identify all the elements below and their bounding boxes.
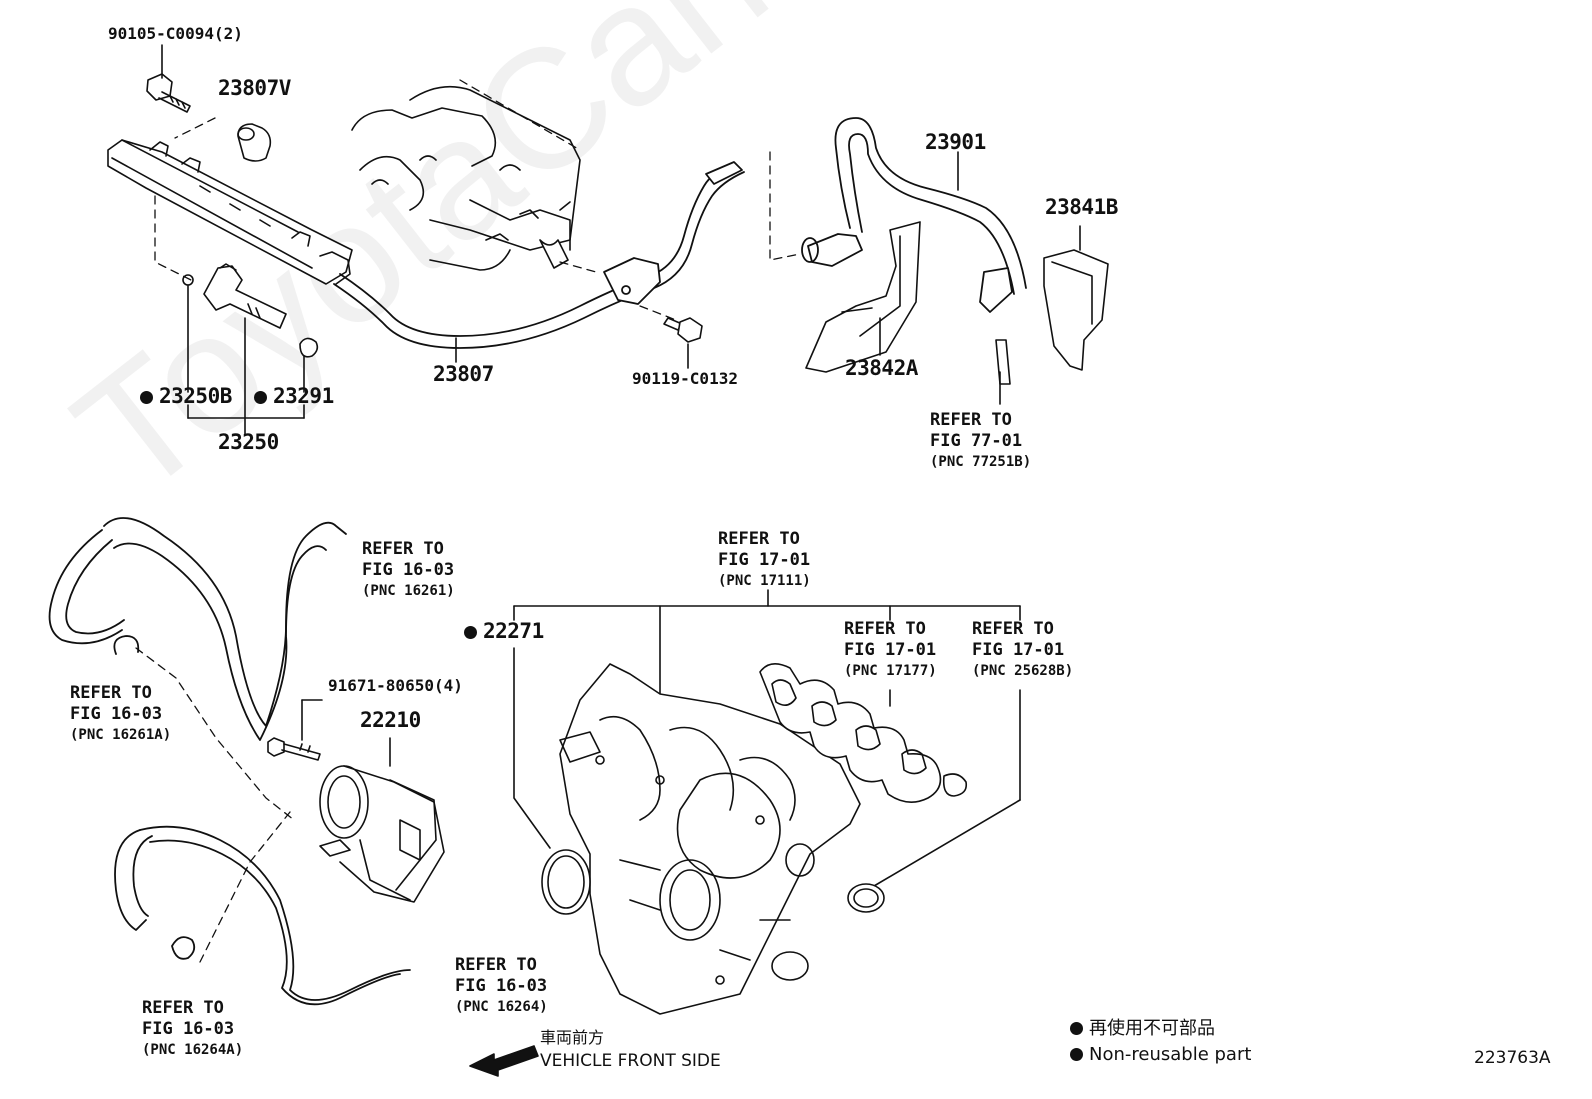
water-hose-lower xyxy=(114,825,411,1006)
part-23841b: 23841B xyxy=(1045,195,1118,219)
fuel-pipe-23807 xyxy=(333,161,745,349)
non-reusable-dot-icon xyxy=(464,626,477,639)
bolt-90105 xyxy=(146,73,191,113)
bracket-23842a xyxy=(805,221,921,373)
legend-dot-icon xyxy=(1070,1022,1083,1035)
part-23250: 23250 xyxy=(218,430,279,454)
bracket-23841b xyxy=(1043,225,1109,371)
non-reusable-dot-icon xyxy=(254,391,267,404)
fuel-delivery-pipe xyxy=(107,139,353,285)
part-90119: 90119-C0132 xyxy=(632,369,738,388)
gasket-25628b xyxy=(847,883,885,913)
intake-manifold xyxy=(559,663,861,1015)
non-reusable-dot-icon xyxy=(140,391,153,404)
part-23250b: 23250B xyxy=(140,386,232,407)
dashed-guides-top xyxy=(154,79,801,321)
legend-dot-icon xyxy=(1070,1048,1083,1061)
front-arrow-icon xyxy=(469,1045,539,1077)
part-23901: 23901 xyxy=(925,130,986,154)
part-22210: 22210 xyxy=(360,708,421,732)
throttle-body-22210 xyxy=(319,765,445,903)
figure-id: 223763A xyxy=(1474,1048,1551,1068)
part-23807v: 23807V xyxy=(218,76,291,100)
front-label-en: VEHICLE FRONT SIDE xyxy=(540,1051,721,1071)
bolt-91671 xyxy=(267,737,321,761)
hose-23901 xyxy=(801,117,1027,313)
part-23807: 23807 xyxy=(433,362,494,386)
cushion-23807v xyxy=(237,123,272,162)
legend-jp: 再使用不可部品 xyxy=(1070,1020,1215,1038)
part-23842a: 23842A xyxy=(845,356,918,380)
front-label-jp: 車両前方 xyxy=(540,1028,605,1047)
part-23291: 23291 xyxy=(254,386,334,407)
water-hose-upper xyxy=(48,517,347,741)
gasket-22271 xyxy=(541,849,591,915)
engine-block xyxy=(351,85,581,271)
part-91671: 91671-80650(4) xyxy=(328,676,463,695)
manifold-gasket-17177 xyxy=(759,663,968,803)
part-22271: 22271 xyxy=(464,621,544,642)
part-90105: 90105-C0094(2) xyxy=(108,24,243,43)
fuel-injector-23250 xyxy=(182,263,319,358)
legend-en: Non-reusable part xyxy=(1070,1046,1251,1064)
bolt-90119 xyxy=(663,317,703,343)
